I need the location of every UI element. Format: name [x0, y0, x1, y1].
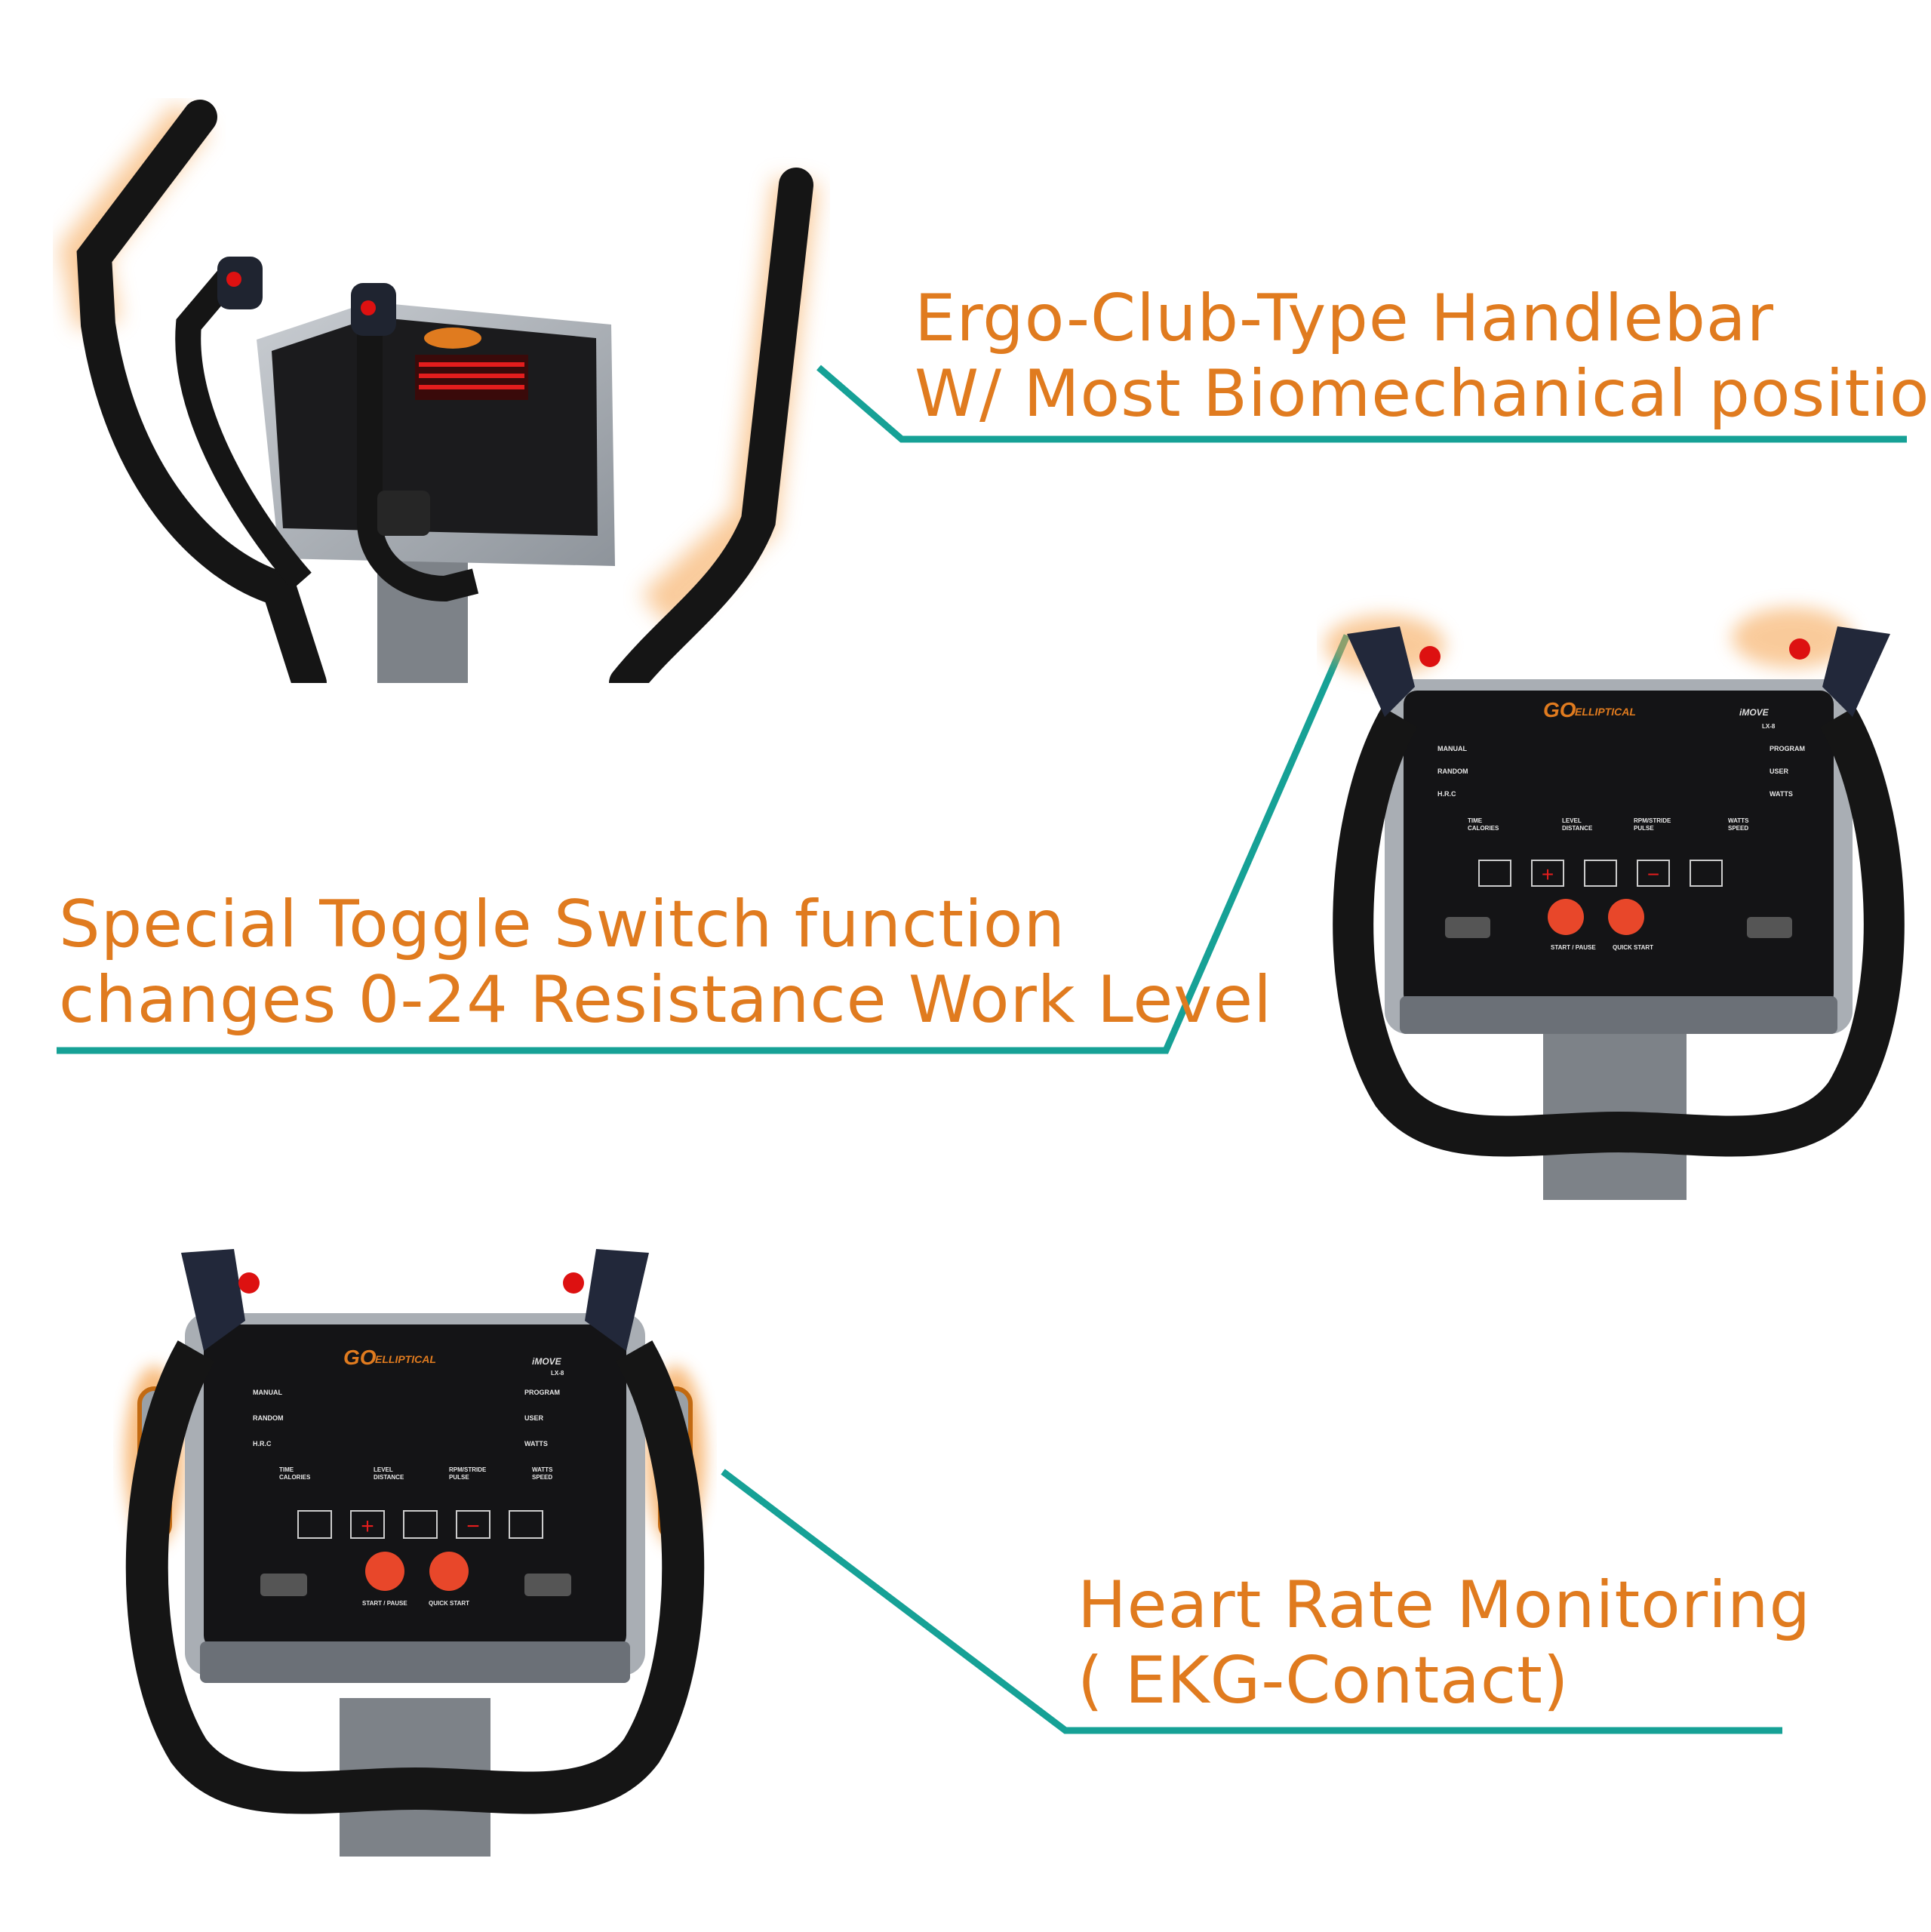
metric-watts: WATTS — [1728, 817, 1749, 824]
photo-elliptical-side-view — [58, 100, 819, 683]
quick-start-label: QUICK START — [1613, 944, 1653, 951]
metric-time-2: TIME — [279, 1466, 294, 1473]
svg-text:−: − — [1647, 863, 1659, 886]
metric-level-2: LEVEL — [374, 1466, 393, 1473]
metric-level: LEVEL — [1562, 817, 1582, 824]
mode-user: USER — [1770, 768, 1789, 775]
photo-console-front-view-2: GO ELLIPTICAL iMOVE LX-8 MANUAL RANDOM H… — [125, 1249, 706, 1857]
metric-distance: DISTANCE — [1562, 825, 1593, 832]
mode-manual: MANUAL — [1437, 745, 1467, 752]
model-label: LX-8 — [1762, 723, 1776, 730]
mode-user-2: USER — [524, 1414, 544, 1422]
maker-logo-2: iMOVE — [532, 1356, 562, 1367]
quick-start-label-2: QUICK START — [429, 1600, 469, 1607]
mode-manual-2: MANUAL — [253, 1389, 282, 1396]
metric-speed-2: SPEED — [532, 1474, 552, 1481]
svg-text:+: + — [1542, 863, 1554, 886]
mode-program: PROGRAM — [1770, 745, 1805, 752]
metric-calories-2: CALORIES — [279, 1474, 311, 1481]
start-pause-label: START / PAUSE — [1551, 944, 1596, 951]
brand-go: GO — [1543, 698, 1576, 721]
brand-elliptical-2: ELLIPTICAL — [375, 1353, 436, 1365]
caption-handlebar: Ergo-Club-Type Handlebar W/ Most Biomech… — [915, 281, 1931, 432]
metric-time: TIME — [1468, 817, 1483, 824]
caption-handlebar-line2: W/ Most Biomechanical position — [915, 356, 1931, 432]
mode-random: RANDOM — [1437, 768, 1468, 775]
mode-random-2: RANDOM — [253, 1414, 284, 1422]
brand-elliptical: ELLIPTICAL — [1575, 706, 1636, 718]
caption-toggle-line2: changes 0-24 Resistance Work Level — [59, 962, 1273, 1038]
metric-speed: SPEED — [1728, 825, 1748, 832]
maker-logo: iMOVE — [1739, 707, 1770, 718]
mode-hrc-2: H.R.C — [253, 1440, 272, 1447]
metric-calories: CALORIES — [1468, 825, 1499, 832]
svg-text:+: + — [361, 1514, 374, 1539]
mode-program-2: PROGRAM — [524, 1389, 560, 1396]
caption-toggle-line1: Special Toggle Switch function — [59, 887, 1066, 962]
caption-heart-rate: Heart Rate Monitoring ( EKG-Contact) — [1078, 1567, 1811, 1718]
mode-watts: WATTS — [1770, 790, 1793, 798]
caption-heart-rate-line2: ( EKG-Contact) — [1078, 1643, 1570, 1718]
mode-hrc: H.R.C — [1437, 790, 1456, 798]
model-label-2: LX-8 — [551, 1370, 564, 1377]
metric-rpm-stride-2: RPM/STRIDE — [449, 1466, 487, 1473]
metric-pulse: PULSE — [1634, 825, 1654, 832]
brand-go-2: GO — [343, 1346, 377, 1369]
start-pause-label-2: START / PAUSE — [362, 1600, 407, 1607]
caption-toggle: Special Toggle Switch function changes 0… — [59, 887, 1272, 1038]
mode-watts-2: WATTS — [524, 1440, 548, 1447]
metric-distance-2: DISTANCE — [374, 1474, 404, 1481]
photo-console-front-view-1: GO ELLIPTICAL iMOVE LX-8 MANUAL RANDOM H… — [1324, 608, 1905, 1200]
caption-handlebar-line1: Ergo-Club-Type Handlebar — [915, 281, 1774, 356]
metric-pulse-2: PULSE — [449, 1474, 469, 1481]
caption-heart-rate-line1: Heart Rate Monitoring — [1078, 1567, 1812, 1643]
metric-rpm-stride: RPM/STRIDE — [1634, 817, 1671, 824]
svg-text:−: − — [466, 1514, 480, 1539]
metric-watts-2: WATTS — [532, 1466, 553, 1473]
